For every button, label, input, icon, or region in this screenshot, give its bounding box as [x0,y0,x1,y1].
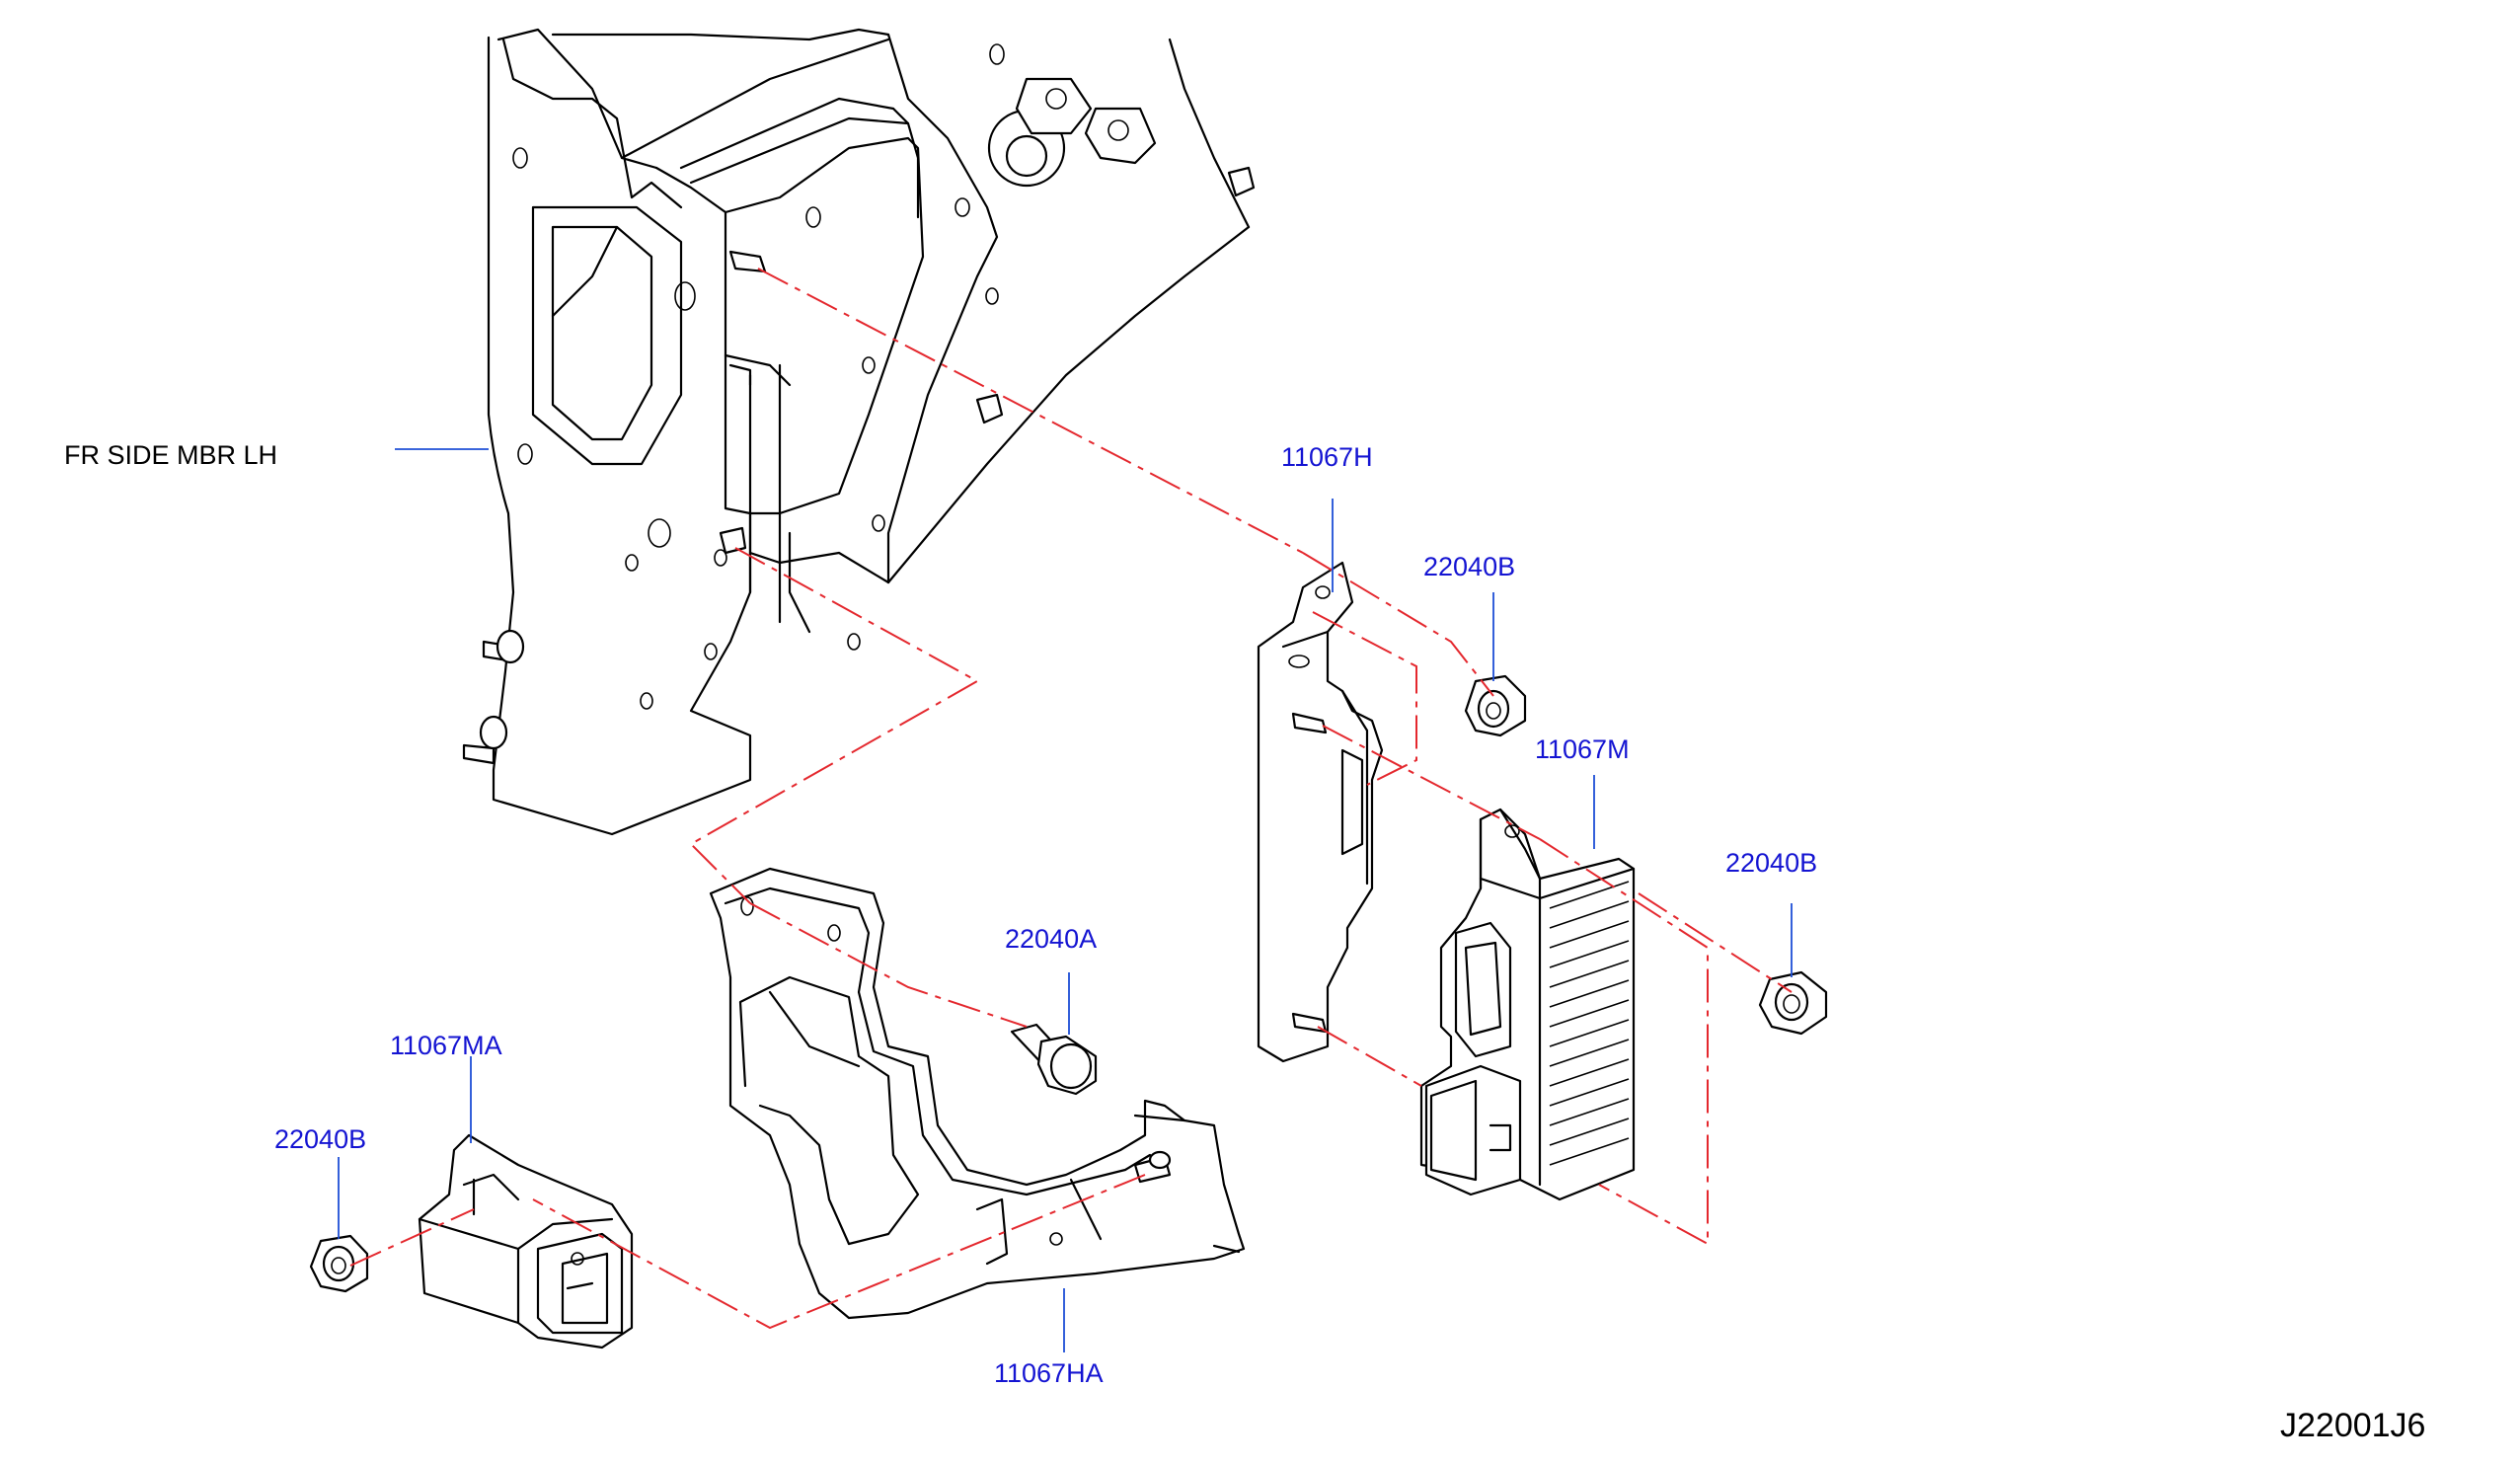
label-11067MA: 11067MA [390,1031,502,1060]
controller-11067M-drawing [1419,808,1636,1201]
alignment-lines [349,268,1793,1330]
nut-22040B-left-drawing [309,1234,369,1293]
label-11067M: 11067M [1535,734,1630,764]
nut-22040B-right-drawing [1758,970,1828,1036]
label-22040A: 22040A [1005,924,1097,954]
label-11067H: 11067H [1281,442,1373,472]
label-fr-side-mbr-lh: FR SIDE MBR LH [64,440,277,470]
label-11067HA: 11067HA [994,1358,1104,1388]
heatsink-fins [1549,881,1630,1166]
label-22040B-top: 22040B [1423,552,1515,581]
bolt-22040A-drawing [1010,1023,1098,1096]
leader-lines [338,448,1793,1352]
fr-side-member-drawing [462,28,1256,836]
nut-22040B-top-drawing [1464,674,1527,737]
label-22040B-right: 22040B [1725,848,1817,878]
bracket-11067HA-drawing [709,867,1246,1320]
label-22040B-left: 22040B [274,1124,366,1154]
module-11067MA-drawing [418,1133,634,1349]
diagram-reference-code: J22001J6 [2280,1407,2425,1444]
